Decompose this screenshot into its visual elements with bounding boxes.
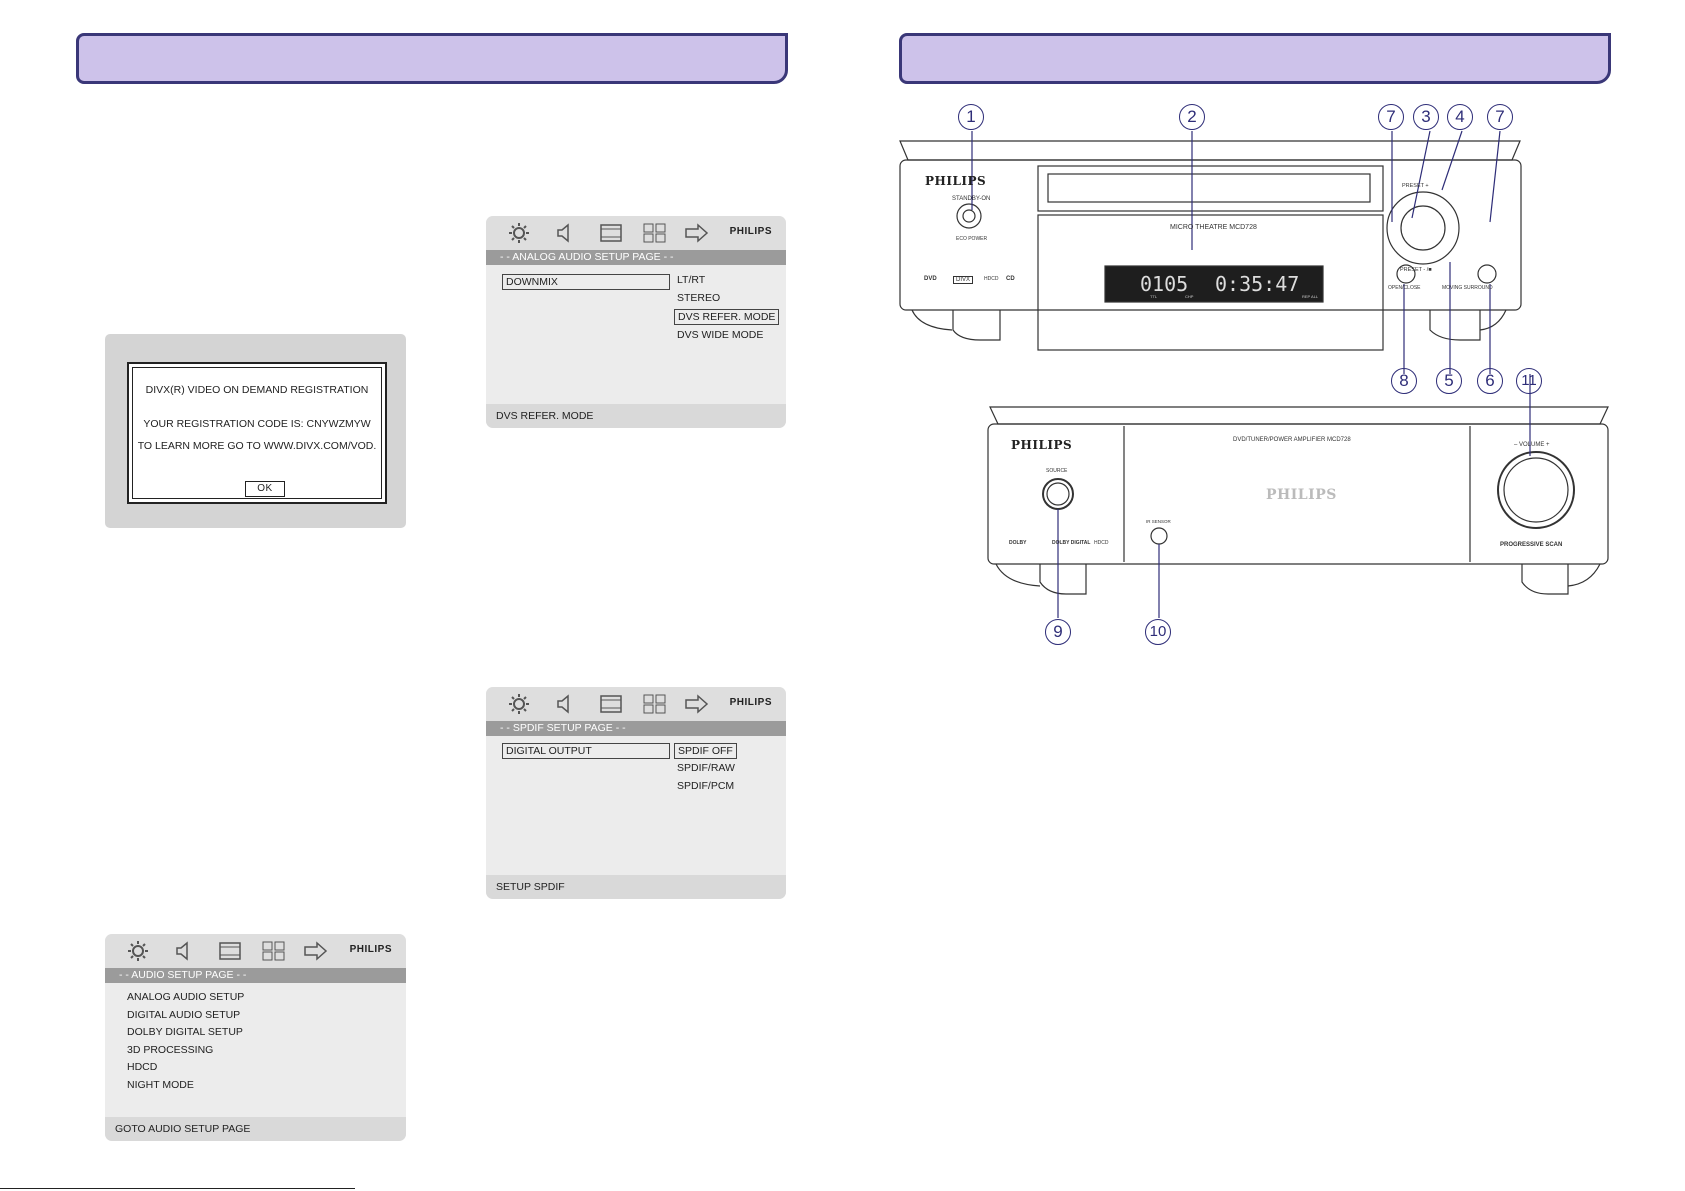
grid-icon[interactable] (642, 222, 668, 244)
menu-item-analog-audio-setup[interactable]: ANALOG AUDIO SETUP (127, 991, 245, 1003)
osd-brand: PHILIPS (349, 944, 392, 955)
divx-registration-dialog: DIVX(R) VIDEO ON DEMAND REGISTRATION YOU… (105, 334, 406, 528)
dolby-digital-logo: DOLBY DIGITAL (1052, 540, 1091, 546)
moving-surround-label: MOVING SURROUND (1442, 285, 1493, 291)
option-stereo[interactable]: STEREO (677, 292, 721, 304)
option-dvs-refer-mode[interactable]: DVS REFER. MODE (674, 309, 780, 325)
osd-brand: PHILIPS (729, 697, 772, 708)
menu-icon-bar: PHILIPS (486, 216, 786, 250)
option-lt-rt[interactable]: LT/RT (677, 274, 706, 286)
spdif-setup-menu: PHILIPS - - SPDIF SETUP PAGE - - DIGITAL… (486, 687, 786, 899)
video-icon[interactable] (217, 940, 243, 962)
callout-5: 5 (1436, 368, 1462, 394)
option-spdif-off[interactable]: SPDIF OFF (674, 743, 737, 759)
menu-item-night-mode[interactable]: NIGHT MODE (127, 1079, 194, 1091)
callout-11: 11 (1516, 368, 1542, 394)
hdcd-logo: HDCD (984, 276, 999, 282)
menu-item-dolby-digital-setup[interactable]: DOLBY DIGITAL SETUP (127, 1026, 243, 1038)
callout-8: 8 (1391, 368, 1417, 394)
callout-1: 1 (958, 104, 984, 130)
callout-4: 4 (1447, 104, 1473, 130)
preset-minus-label: PRESET - /■ (1400, 267, 1432, 273)
source-label: SOURCE (1046, 468, 1068, 474)
menu-item-hdcd[interactable]: HDCD (127, 1061, 158, 1073)
video-icon[interactable] (598, 222, 624, 244)
registration-code: YOUR REGISTRATION CODE IS: CNYWZMYW (143, 418, 371, 430)
option-spdif-raw[interactable]: SPDIF/RAW (677, 762, 735, 774)
amplifier-unit-drawing (987, 406, 1609, 595)
learn-more-text: TO LEARN MORE GO TO WWW.DIVX.COM/VOD. (137, 440, 377, 452)
menu-item-downmix[interactable]: DOWNMIX (502, 274, 670, 290)
callout-6: 6 (1477, 368, 1503, 394)
menu-status: GOTO AUDIO SETUP PAGE (105, 1117, 406, 1141)
exit-arrow-icon[interactable] (303, 940, 329, 962)
gear-icon[interactable] (125, 940, 151, 962)
divx-logo: DIVX (953, 276, 974, 284)
section-header-left (76, 33, 788, 84)
callout-10: 10 (1145, 619, 1171, 645)
video-icon[interactable] (598, 693, 624, 715)
dialog-title: DIVX(R) VIDEO ON DEMAND REGISTRATION (145, 384, 369, 396)
gear-icon[interactable] (506, 693, 532, 715)
dvd-model-label: MICRO THEATRE MCD728 (1170, 224, 1257, 231)
open-close-label: OPEN/CLOSE (1388, 285, 1421, 291)
volume-label: – VOLUME + (1514, 442, 1550, 448)
exit-arrow-icon[interactable] (684, 222, 710, 244)
ok-button[interactable]: OK (245, 481, 285, 497)
menu-icon-bar: PHILIPS (105, 934, 406, 968)
option-spdif-pcm[interactable]: SPDIF/PCM (677, 780, 735, 792)
display-ttl: TTL (1150, 294, 1158, 299)
gear-icon[interactable] (506, 222, 532, 244)
display-rep-all: REP ALL (1302, 294, 1319, 299)
menu-title: - - ANALOG AUDIO SETUP PAGE - - (486, 250, 786, 265)
amp-brand-logo: PHILIPS (1011, 438, 1073, 452)
eco-power-label: ECO POWER (956, 236, 988, 242)
speaker-icon[interactable] (552, 222, 578, 244)
grid-icon[interactable] (261, 940, 287, 962)
amp-model-label: DVD/TUNER/POWER AMPLIFIER MCD728 (1233, 437, 1351, 443)
callout-7-right: 7 (1487, 104, 1513, 130)
dvd-logo: DVD (924, 276, 937, 282)
speaker-icon[interactable] (552, 693, 578, 715)
page-divider (0, 1188, 355, 1189)
progressive-scan-label: PROGRESSIVE SCAN (1500, 542, 1563, 548)
callout-7-left: 7 (1378, 104, 1404, 130)
menu-item-digital-output[interactable]: DIGITAL OUTPUT (502, 743, 670, 759)
option-dvs-wide-mode[interactable]: DVS WIDE MODE (677, 329, 764, 341)
ir-sensor-label: IR SENSOR (1146, 519, 1171, 524)
analog-audio-setup-menu: PHILIPS - - ANALOG AUDIO SETUP PAGE - - … (486, 216, 786, 428)
osd-brand: PHILIPS (729, 226, 772, 237)
callout-9: 9 (1045, 619, 1071, 645)
standby-label: STANDBY-ON (952, 196, 991, 202)
menu-item-digital-audio-setup[interactable]: DIGITAL AUDIO SETUP (127, 1009, 241, 1021)
grid-icon[interactable] (642, 693, 668, 715)
dvd-unit-drawing (899, 140, 1522, 351)
display-chp: CHP (1185, 294, 1194, 299)
display-time-digits: 0:35:47 (1215, 272, 1300, 296)
speaker-icon[interactable] (171, 940, 197, 962)
menu-title: - - AUDIO SETUP PAGE - - (105, 968, 406, 983)
preset-plus-label: PRESET + (1402, 183, 1429, 189)
menu-status: SETUP SPDIF (486, 875, 786, 899)
callout-2: 2 (1179, 104, 1205, 130)
display-track-digits: 0105 (1140, 272, 1189, 296)
section-header-right (899, 33, 1611, 84)
amp-hdcd-logo: HDCD (1094, 540, 1109, 546)
callout-3: 3 (1413, 104, 1439, 130)
menu-title: - - SPDIF SETUP PAGE - - (486, 721, 786, 736)
exit-arrow-icon[interactable] (684, 693, 710, 715)
amp-center-brand: PHILIPS (1266, 487, 1337, 503)
dolby-logo: DOLBY (1009, 540, 1027, 546)
dialog-frame: DIVX(R) VIDEO ON DEMAND REGISTRATION YOU… (127, 362, 387, 504)
audio-setup-menu: PHILIPS - - AUDIO SETUP PAGE - - ANALOG … (105, 934, 406, 1141)
menu-icon-bar: PHILIPS (486, 687, 786, 721)
menu-status: DVS REFER. MODE (486, 404, 786, 428)
dvd-brand-logo: PHILIPS (925, 174, 987, 188)
cd-logo: CD (1006, 276, 1015, 282)
menu-item-3d-processing[interactable]: 3D PROCESSING (127, 1044, 214, 1056)
